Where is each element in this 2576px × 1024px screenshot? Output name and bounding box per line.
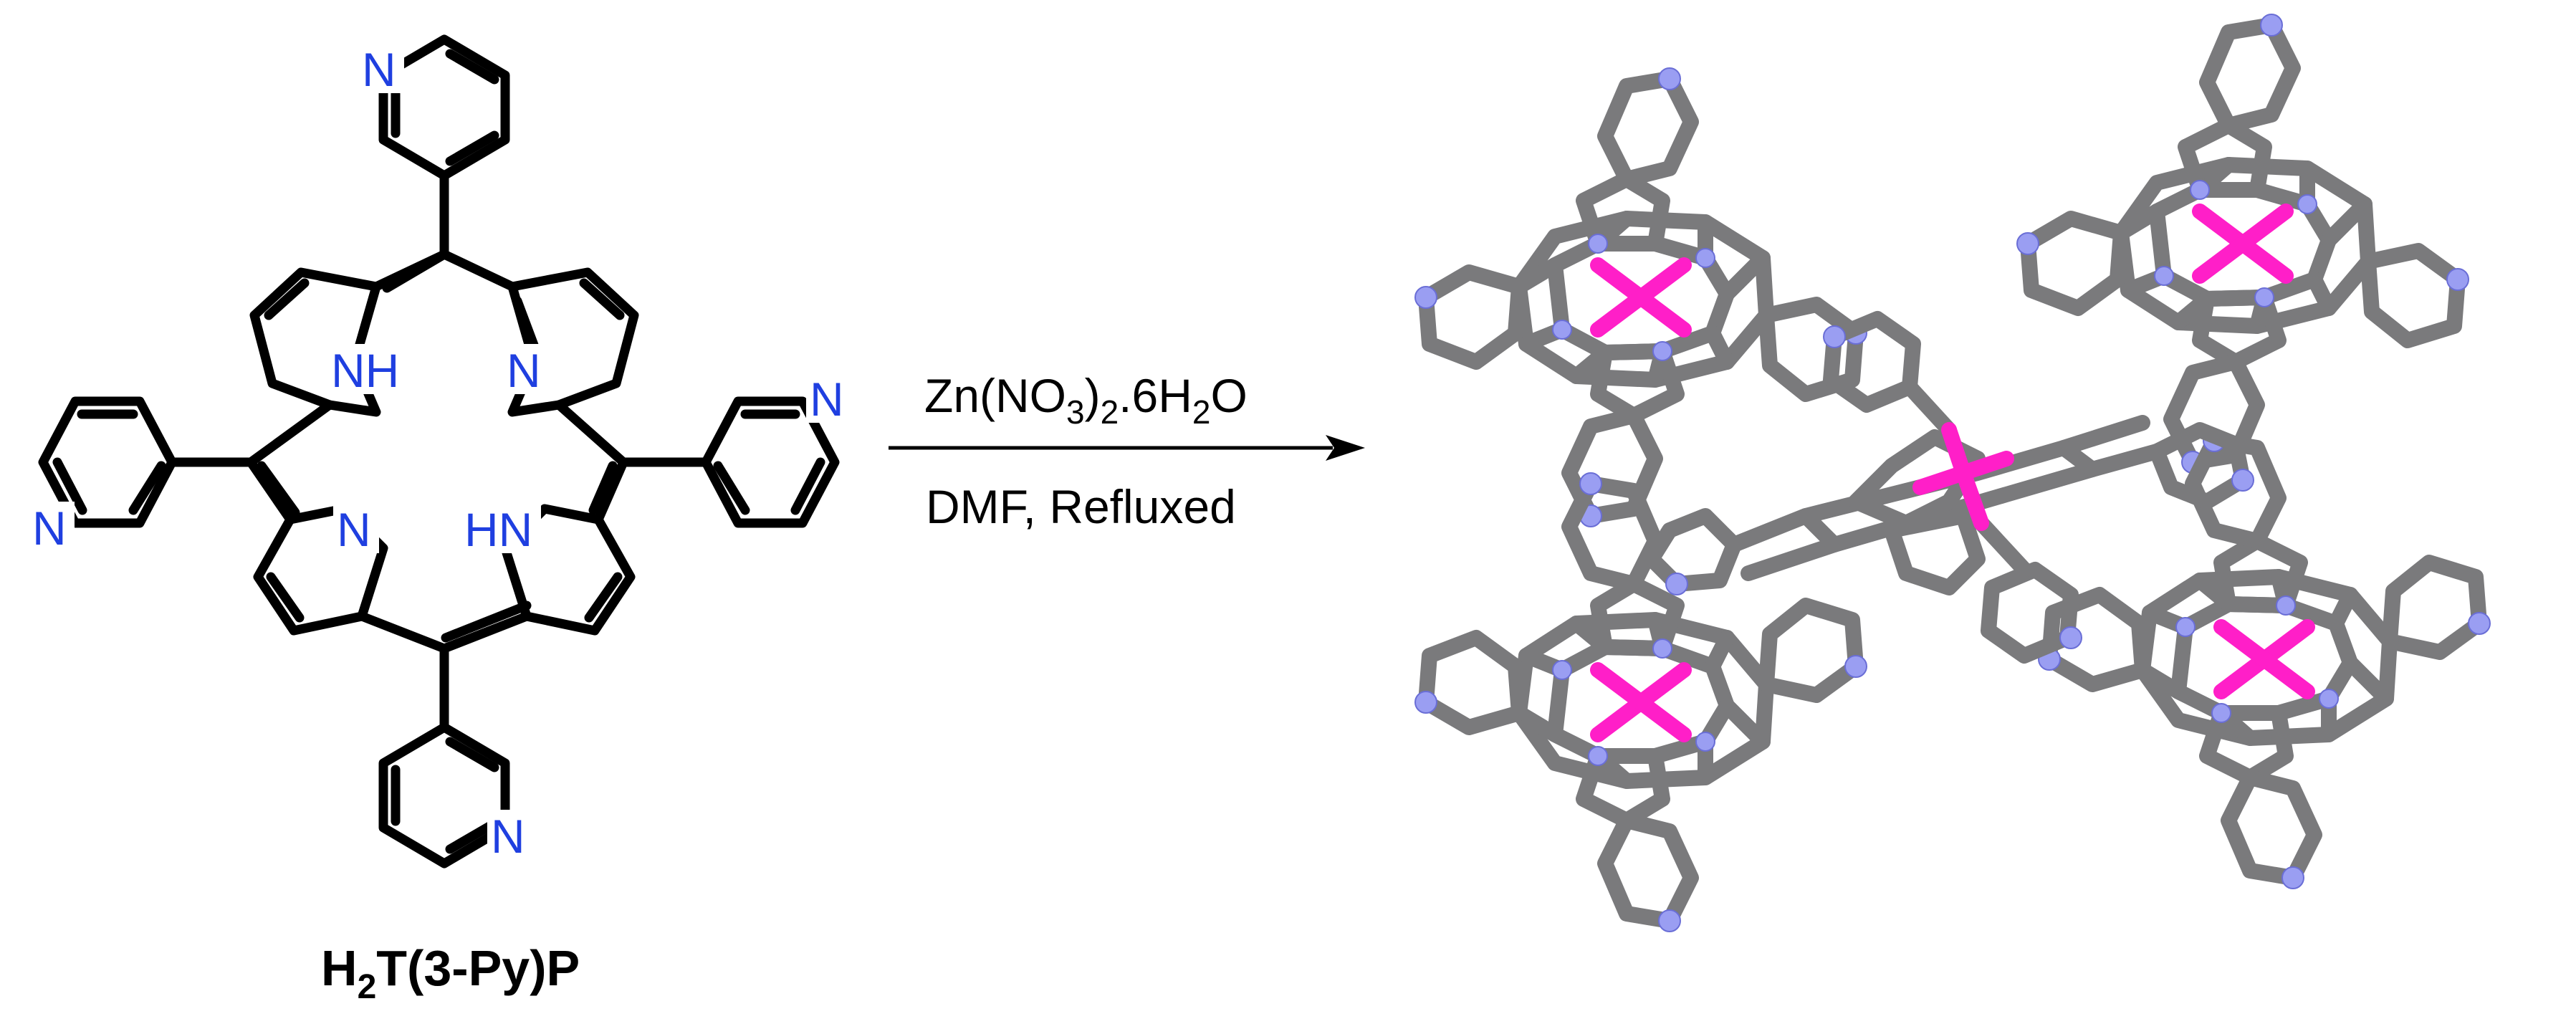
central-zn-porphyrin [1644,311,2254,664]
zn-porphyrin-top-right [2017,14,2469,473]
reagent-label: Zn(NO3)2.6H2O [924,369,1248,431]
caption-rest: T(3-Py)P [376,940,580,996]
zn-porphyrin-bottom-left [1415,473,1867,932]
crystal-structure [1415,14,2490,932]
reaction-arrow-group: Zn(NO3)2.6H2O DMF, Refluxed [889,369,1365,533]
atom-label-n-pyrrole-left: N [337,503,371,556]
atom-label-n-top-pyridyl: N [362,43,396,96]
conditions-label: DMF, Refluxed [926,480,1236,533]
porphyrin-structure: N NH N N HN N N N H2T(3-Py)P [29,34,852,1006]
label-backgrounds [29,43,852,860]
atom-label-hn-pyrrole: HN [464,503,532,556]
atom-label-n-left-pyridyl: N [32,502,67,555]
reagent-suffix: O [1210,369,1247,422]
caption-subscript-2: 2 [358,968,377,1006]
porphyrin-bonds [38,34,840,869]
atom-label-n-right-pyridyl: N [810,373,844,426]
reagent-sub-2b: 2 [1192,393,1211,431]
reagent-hydrate: .6H [1119,369,1192,422]
reagent-sub-3: 3 [1066,393,1085,431]
zn-porphyrin-bottom-right [2039,430,2490,889]
reagent-sub-2a: 2 [1101,393,1119,431]
compound-caption: H2T(3-Py)P [321,940,580,1006]
atom-label-n-pyrrole-right: N [507,344,541,397]
atom-label-n-bottom-pyridyl: N [491,810,525,863]
reagent-prefix: Zn(NO [924,369,1066,422]
caption-h: H [321,940,358,996]
atom-label-nh-pyrrole: NH [331,344,399,397]
reaction-arrow-head [1326,435,1365,461]
zn-porphyrin-top-left [1415,68,1867,527]
reagent-mid: ) [1085,369,1101,422]
zn-axial-bond-bottom [1955,465,1989,531]
zn-equatorial-bond [1912,451,2014,495]
